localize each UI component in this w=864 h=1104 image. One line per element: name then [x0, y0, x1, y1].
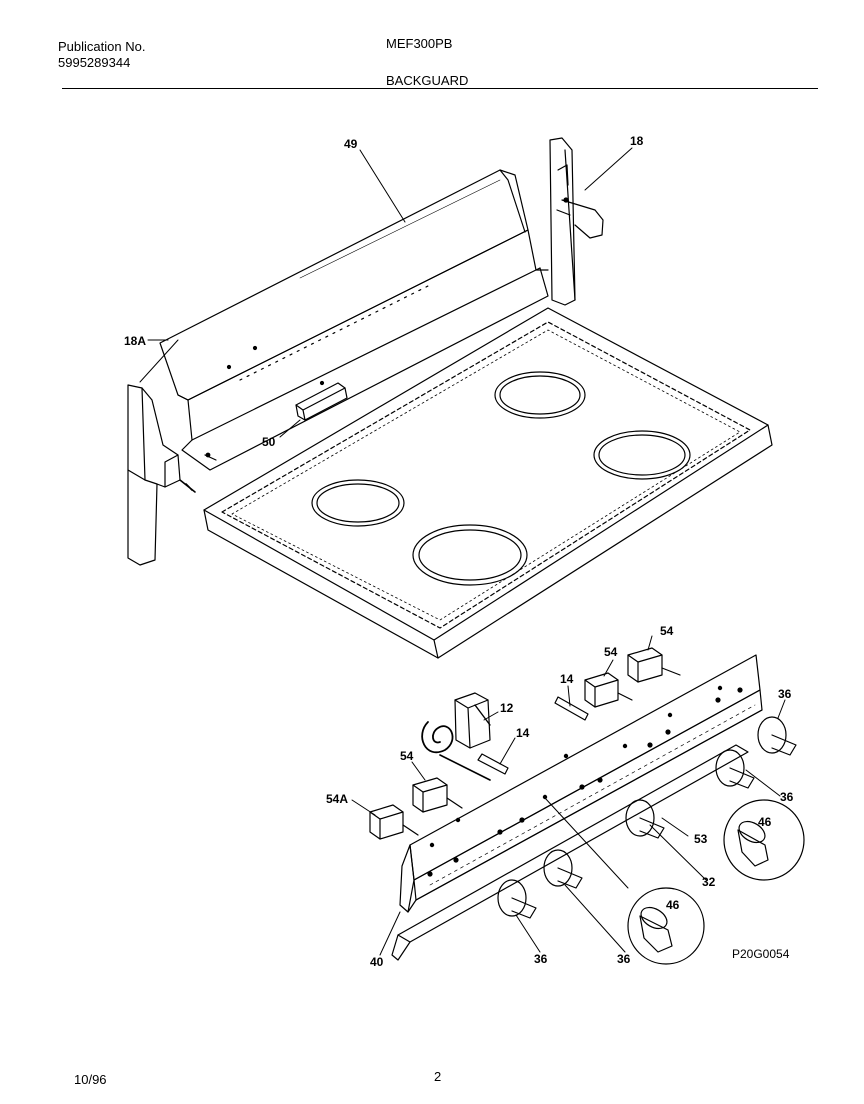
- callout-12: 12: [500, 701, 514, 715]
- page-number: 2: [434, 1069, 442, 1084]
- model-number: MEF300PB: [386, 36, 453, 51]
- callout-18a: 18A: [124, 334, 146, 348]
- publication-label: Publication No.: [58, 39, 146, 54]
- control-panel: [391, 654, 763, 961]
- callout-54-mid: 54: [604, 645, 618, 659]
- callout-49: 49: [344, 137, 358, 151]
- surface-switch-assembly: [421, 692, 589, 781]
- trim-strip: [295, 380, 348, 421]
- callout-36-bottom-1: 36: [534, 952, 548, 966]
- callout-36-mid: 36: [780, 790, 794, 804]
- callout-32: 32: [702, 875, 716, 889]
- callout-53: 53: [694, 832, 708, 846]
- callout-36-bottom-2: 36: [617, 952, 631, 966]
- infinite-switches: [369, 647, 681, 840]
- end-cap-right: [549, 137, 604, 306]
- burner-elements: [311, 371, 691, 586]
- callout-54-left: 54: [400, 749, 414, 763]
- callout-36-right: 36: [778, 687, 792, 701]
- callout-18: 18: [630, 134, 644, 148]
- knob-insert-details: [627, 799, 805, 965]
- callout-40: 40: [370, 955, 384, 969]
- callout-54-top: 54: [660, 624, 674, 638]
- callout-14-top: 14: [560, 672, 574, 686]
- control-knobs: [497, 716, 797, 919]
- callout-46-right: 46: [758, 815, 772, 829]
- end-cap-left: [127, 384, 196, 566]
- callout-50: 50: [262, 435, 276, 449]
- callout-46-bottom: 46: [666, 898, 680, 912]
- footer-date: 10/96: [74, 1072, 107, 1087]
- cooktop: [203, 307, 773, 659]
- backguard-panel: [159, 169, 549, 471]
- header-rule: [62, 88, 818, 89]
- section-title: BACKGUARD: [386, 73, 469, 88]
- callout-54a: 54A: [326, 792, 348, 806]
- diagram-code: P20G0054: [732, 947, 790, 961]
- callout-14-mid: 14: [516, 726, 530, 740]
- publication-number: 5995289344: [58, 55, 131, 70]
- leader-lines: [139, 147, 786, 956]
